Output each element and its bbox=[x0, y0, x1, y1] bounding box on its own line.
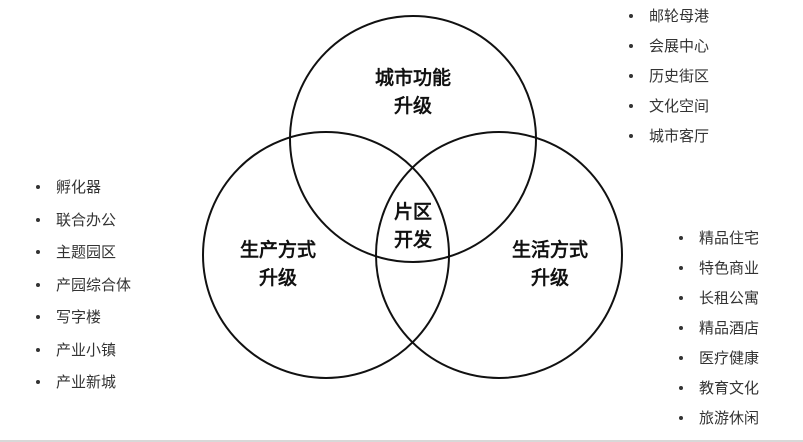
label-center: 片区 开发 bbox=[353, 198, 473, 254]
list-item-text: 主题园区 bbox=[56, 243, 117, 261]
label-line: 升级 bbox=[530, 267, 569, 289]
list-item: 精品酒店 bbox=[679, 313, 759, 343]
bullet-icon bbox=[36, 217, 40, 222]
list-item: 写字楼 bbox=[36, 301, 131, 334]
bullet-icon bbox=[629, 14, 633, 18]
label-line: 城市功能 bbox=[374, 67, 451, 89]
list-item-text: 产业新城 bbox=[56, 373, 117, 391]
list-item-text: 邮轮母港 bbox=[649, 7, 710, 25]
label-line: 升级 bbox=[258, 267, 297, 289]
list-item: 长租公寓 bbox=[679, 283, 759, 313]
list-item: 精品住宅 bbox=[679, 223, 759, 253]
label-line: 升级 bbox=[393, 95, 432, 117]
label-city-function: 城市功能 升级 bbox=[353, 64, 473, 120]
list-production: 孵化器联合办公主题园区产园综合体写字楼产业小镇产业新城 bbox=[36, 171, 131, 399]
list-item-text: 孵化器 bbox=[56, 178, 102, 196]
list-item: 教育文化 bbox=[679, 373, 759, 403]
list-item: 文化空间 bbox=[629, 91, 709, 121]
list-item-text: 精品酒店 bbox=[699, 319, 760, 337]
list-item: 主题园区 bbox=[36, 236, 131, 269]
list-city-function: 邮轮母港会展中心历史街区文化空间城市客厅 bbox=[629, 1, 709, 151]
list-item-text: 产园综合体 bbox=[56, 275, 132, 294]
list-item-text: 旅游休闲 bbox=[699, 409, 760, 427]
bullet-icon bbox=[679, 296, 683, 300]
list-item-text: 精品住宅 bbox=[699, 229, 760, 247]
bullet-icon bbox=[36, 250, 40, 254]
list-item: 联合办公 bbox=[36, 204, 131, 237]
list-item: 特色商业 bbox=[679, 253, 759, 283]
list-item: 产业小镇 bbox=[36, 334, 131, 367]
list-item: 城市客厅 bbox=[629, 121, 709, 151]
list-item: 历史街区 bbox=[629, 61, 709, 91]
bullet-icon bbox=[36, 347, 40, 352]
list-item: 产业新城 bbox=[36, 366, 131, 399]
list-item-text: 长租公寓 bbox=[699, 289, 760, 307]
list-lifestyle: 精品住宅特色商业长租公寓精品酒店医疗健康教育文化旅游休闲 bbox=[679, 223, 759, 433]
list-item: 旅游休闲 bbox=[679, 403, 759, 433]
bullet-icon bbox=[36, 380, 40, 384]
list-item: 产园综合体 bbox=[36, 269, 131, 302]
bullet-icon bbox=[679, 266, 683, 270]
list-item-text: 历史街区 bbox=[649, 67, 710, 85]
list-item-text: 写字楼 bbox=[56, 308, 102, 326]
bullet-icon bbox=[629, 134, 633, 138]
list-item-text: 城市客厅 bbox=[649, 127, 710, 145]
label-line: 开发 bbox=[393, 229, 432, 251]
list-item-text: 医疗健康 bbox=[699, 349, 760, 367]
bullet-icon bbox=[679, 326, 683, 330]
list-item-text: 文化空间 bbox=[649, 97, 710, 115]
bullet-icon bbox=[629, 104, 633, 108]
list-item-text: 联合办公 bbox=[56, 210, 117, 229]
bullet-icon bbox=[679, 416, 683, 420]
bullet-icon bbox=[679, 356, 683, 360]
circle-lifestyle bbox=[375, 131, 623, 379]
label-lifestyle: 生活方式 升级 bbox=[490, 236, 610, 292]
circle-production bbox=[202, 131, 450, 379]
list-item-text: 特色商业 bbox=[699, 259, 760, 277]
list-item: 会展中心 bbox=[629, 31, 709, 61]
bullet-icon bbox=[36, 315, 40, 319]
label-line: 片区 bbox=[393, 201, 432, 223]
bullet-icon bbox=[36, 282, 40, 287]
label-line: 生产方式 bbox=[239, 239, 316, 261]
bullet-icon bbox=[36, 185, 40, 189]
list-item: 邮轮母港 bbox=[629, 1, 709, 31]
list-item-text: 会展中心 bbox=[649, 37, 710, 55]
list-item: 医疗健康 bbox=[679, 343, 759, 373]
label-line: 生活方式 bbox=[511, 239, 588, 261]
bullet-icon bbox=[629, 74, 633, 78]
label-production: 生产方式 升级 bbox=[218, 236, 338, 292]
list-item: 孵化器 bbox=[36, 171, 131, 204]
bullet-icon bbox=[629, 44, 633, 48]
list-item-text: 产业小镇 bbox=[56, 340, 117, 359]
bottom-divider bbox=[0, 440, 803, 442]
bullet-icon bbox=[679, 236, 683, 240]
bullet-icon bbox=[679, 386, 683, 390]
circle-city-function bbox=[289, 15, 537, 263]
list-item-text: 教育文化 bbox=[699, 379, 760, 397]
